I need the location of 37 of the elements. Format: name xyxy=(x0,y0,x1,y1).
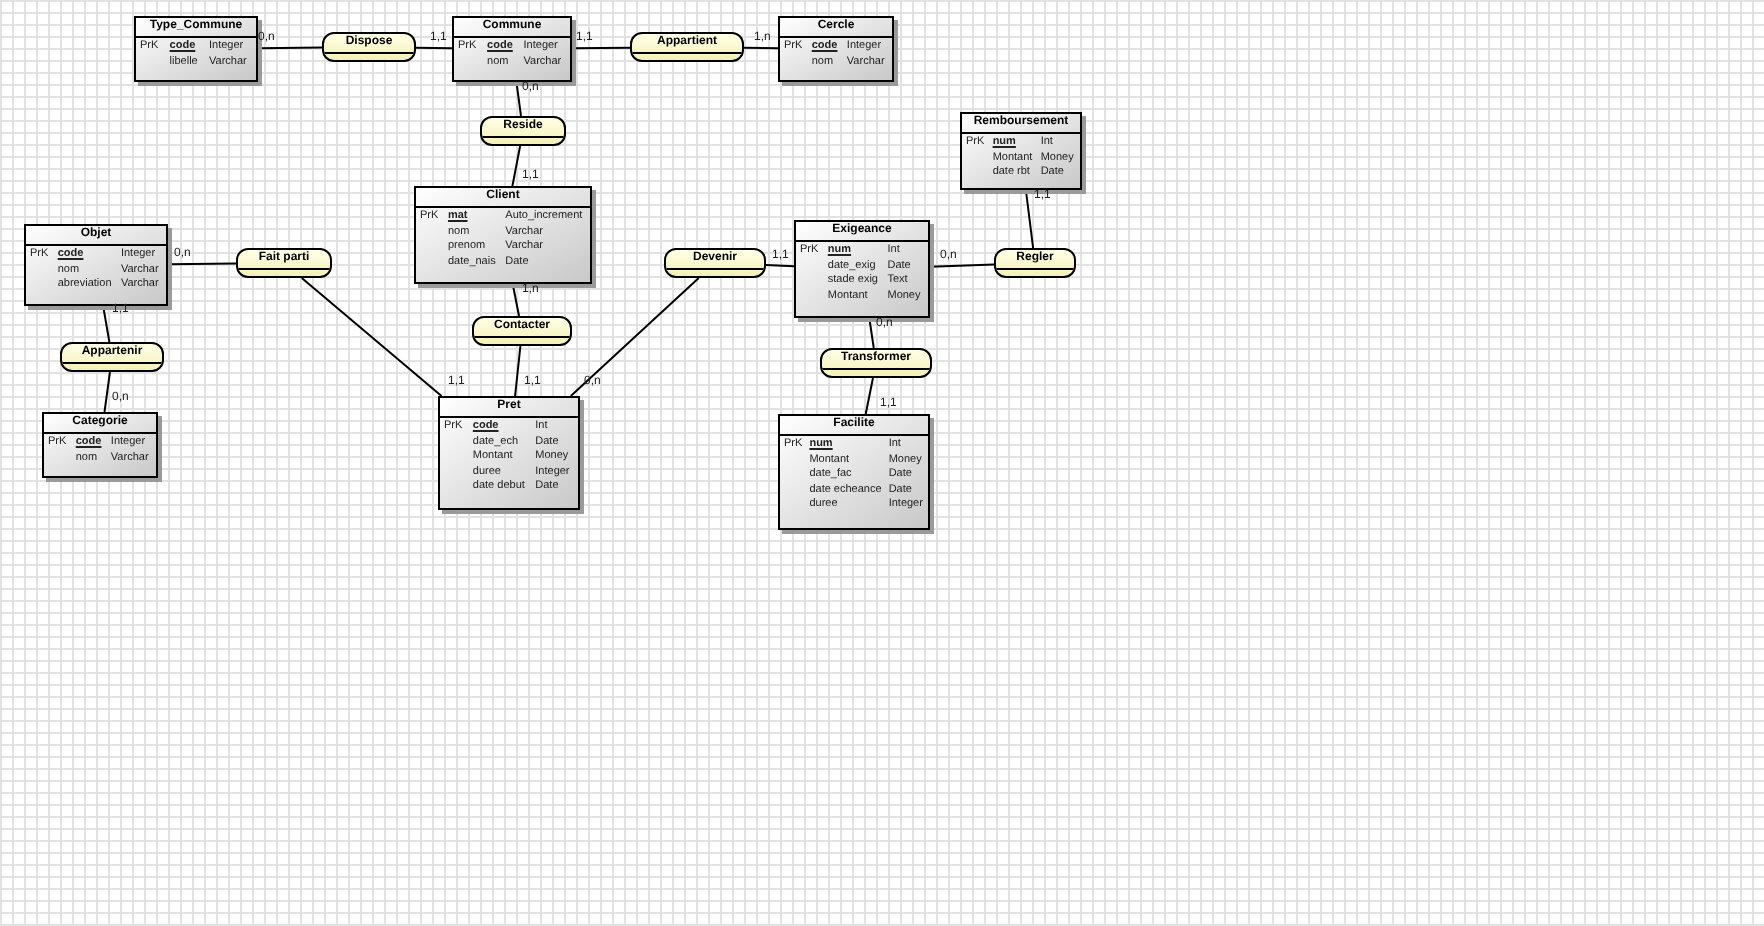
entity-box xyxy=(960,112,1082,190)
connector-line xyxy=(102,305,111,343)
connector-line xyxy=(167,262,237,266)
relationship-pill xyxy=(630,32,744,62)
connector-line xyxy=(868,317,875,349)
relationship-pill xyxy=(480,116,566,146)
entity-box xyxy=(438,396,580,510)
connector-line xyxy=(571,46,631,50)
relationship-pill xyxy=(994,248,1076,278)
connector-line xyxy=(929,263,995,268)
entity-box xyxy=(794,220,930,318)
connector-line xyxy=(415,46,453,50)
connector-line xyxy=(257,46,323,50)
connector-line xyxy=(103,371,111,413)
connector-line xyxy=(765,264,795,268)
connector-line xyxy=(511,145,522,187)
entity-box xyxy=(42,412,158,478)
connector-line xyxy=(569,277,700,397)
entity-box xyxy=(778,414,930,530)
relationship-pill xyxy=(322,32,416,62)
connector-line xyxy=(514,345,522,397)
relationship-pill xyxy=(820,348,932,378)
connector-line xyxy=(864,377,874,415)
relationship-pill xyxy=(236,248,332,278)
relationship-pill xyxy=(664,248,766,278)
relationship-pill xyxy=(472,316,572,346)
entity-box xyxy=(778,16,894,82)
entity-box xyxy=(134,16,258,82)
connector-line xyxy=(1024,189,1035,249)
entity-box xyxy=(24,224,168,306)
relationship-pill xyxy=(60,342,164,372)
entity-box xyxy=(452,16,572,82)
connector-line xyxy=(743,46,779,50)
connector-line xyxy=(300,277,443,397)
connector-line xyxy=(511,283,521,317)
connector-line xyxy=(515,81,522,117)
entity-box xyxy=(414,186,592,284)
